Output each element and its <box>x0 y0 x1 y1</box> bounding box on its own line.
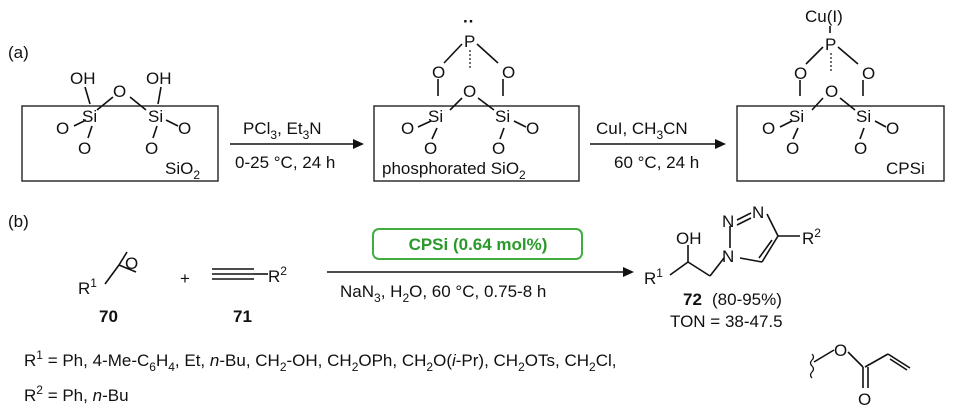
compound-72-number: 72 <box>683 290 702 309</box>
reaction-arrow-1: PCl3, Et3N 0-25 °C, 24 h <box>230 119 364 172</box>
phosphorated-support-box <box>373 105 580 182</box>
svg-text:Si: Si <box>82 107 97 126</box>
silica-support-box <box>21 105 219 182</box>
svg-text:O: O <box>825 82 838 101</box>
svg-text:O: O <box>56 119 69 138</box>
svg-text:O: O <box>78 139 91 158</box>
svg-text:N: N <box>752 203 764 222</box>
panel-a-label: (a) <box>8 43 29 62</box>
reaction-arrow-2: CuI, CH3CN 60 °C, 24 h <box>590 119 726 172</box>
svg-text:OH: OH <box>146 69 172 88</box>
svg-text:Si: Si <box>495 107 510 126</box>
svg-text:O: O <box>178 119 191 138</box>
svg-text:Si: Si <box>789 107 804 126</box>
step1-conditions: 0-25 °C, 24 h <box>235 153 335 172</box>
phosphorated-support-label: phosphorated SiO2 <box>382 159 526 182</box>
step1-reagents: PCl3, Et3N <box>243 119 322 142</box>
svg-text:R1: R1 <box>78 276 97 298</box>
svg-text:O: O <box>424 139 437 158</box>
svg-text:P: P <box>825 35 836 54</box>
svg-text:O: O <box>432 63 445 82</box>
product-ton: TON = 38-47.5 <box>670 312 783 331</box>
svg-text:O: O <box>502 63 515 82</box>
svg-text:O: O <box>113 82 126 101</box>
svg-text:N: N <box>722 247 734 266</box>
alkyne-71: R2 71 <box>212 264 287 326</box>
epoxide-70: R1 O 70 <box>78 251 138 326</box>
r2-substituents: R2 = Ph, n-Bu <box>24 383 129 405</box>
cpsi-catalyst: Cu(I) P O O O Si Si O O O O CPSi <box>736 7 945 182</box>
copper-label: Cu(I) <box>805 7 843 26</box>
svg-text:OH: OH <box>676 229 702 248</box>
step2-reagents: CuI, CH3CN <box>596 119 688 142</box>
svg-text:O: O <box>492 139 505 158</box>
svg-text:N: N <box>722 212 734 231</box>
r1-substituents: R1 = Ph, 4-Me-C6H4, Et, n-Bu, CH2-OH, CH… <box>24 348 616 374</box>
phosphorated-silica: ·· P O O O Si Si O O O O phosphorated Si… <box>373 12 580 182</box>
arrow-b-conditions: NaN3, H2O, 60 °C, 0.75-8 h <box>340 282 546 305</box>
product-yield: (80-95%) <box>712 290 782 309</box>
svg-text:O: O <box>794 64 807 83</box>
svg-text:O: O <box>145 139 158 158</box>
svg-text:R2: R2 <box>802 226 821 248</box>
compound-71-number: 71 <box>233 307 252 326</box>
svg-text:OH: OH <box>70 69 96 88</box>
svg-text:O: O <box>862 64 875 83</box>
svg-text:Si: Si <box>428 107 443 126</box>
svg-text:O: O <box>786 139 799 158</box>
svg-text:O: O <box>463 82 476 101</box>
step2-conditions: 60 °C, 24 h <box>614 153 699 172</box>
svg-text:CPSi (0.64 mol%): CPSi (0.64 mol%) <box>409 235 548 254</box>
panel-b-label: (b) <box>8 212 29 231</box>
svg-text:Si: Si <box>856 107 871 126</box>
svg-text:O: O <box>834 341 847 360</box>
compound-70-number: 70 <box>99 307 118 326</box>
svg-text:O: O <box>401 119 414 138</box>
svg-text:O: O <box>854 139 867 158</box>
catalyst-badge: CPSi (0.64 mol%) <box>372 228 583 260</box>
triazole-product-72: R1 OH N N N R2 72 (80-95%) TON = 38-47.5 <box>644 203 821 331</box>
plus-sign: + <box>180 269 190 288</box>
reaction-arrow-b: NaN3, H2O, 60 °C, 0.75-8 h <box>327 267 634 305</box>
silica-surface: OH OH O Si Si O O O O SiO2 <box>21 69 219 182</box>
svg-text:R1: R1 <box>644 266 663 288</box>
acrylate-fragment: O O <box>809 341 911 409</box>
svg-text:O: O <box>762 119 775 138</box>
svg-text:O: O <box>125 254 138 273</box>
lone-pair: ·· <box>463 12 474 31</box>
svg-text:Si: Si <box>148 107 163 126</box>
svg-text:O: O <box>886 119 899 138</box>
svg-text:O: O <box>526 119 539 138</box>
svg-text:P: P <box>464 32 475 51</box>
cpsi-support-label: CPSi <box>886 159 925 178</box>
cpsi-support-box <box>736 105 945 182</box>
svg-text:R2: R2 <box>268 264 287 286</box>
svg-text:O: O <box>858 390 871 409</box>
silica-support-label: SiO2 <box>165 159 200 182</box>
